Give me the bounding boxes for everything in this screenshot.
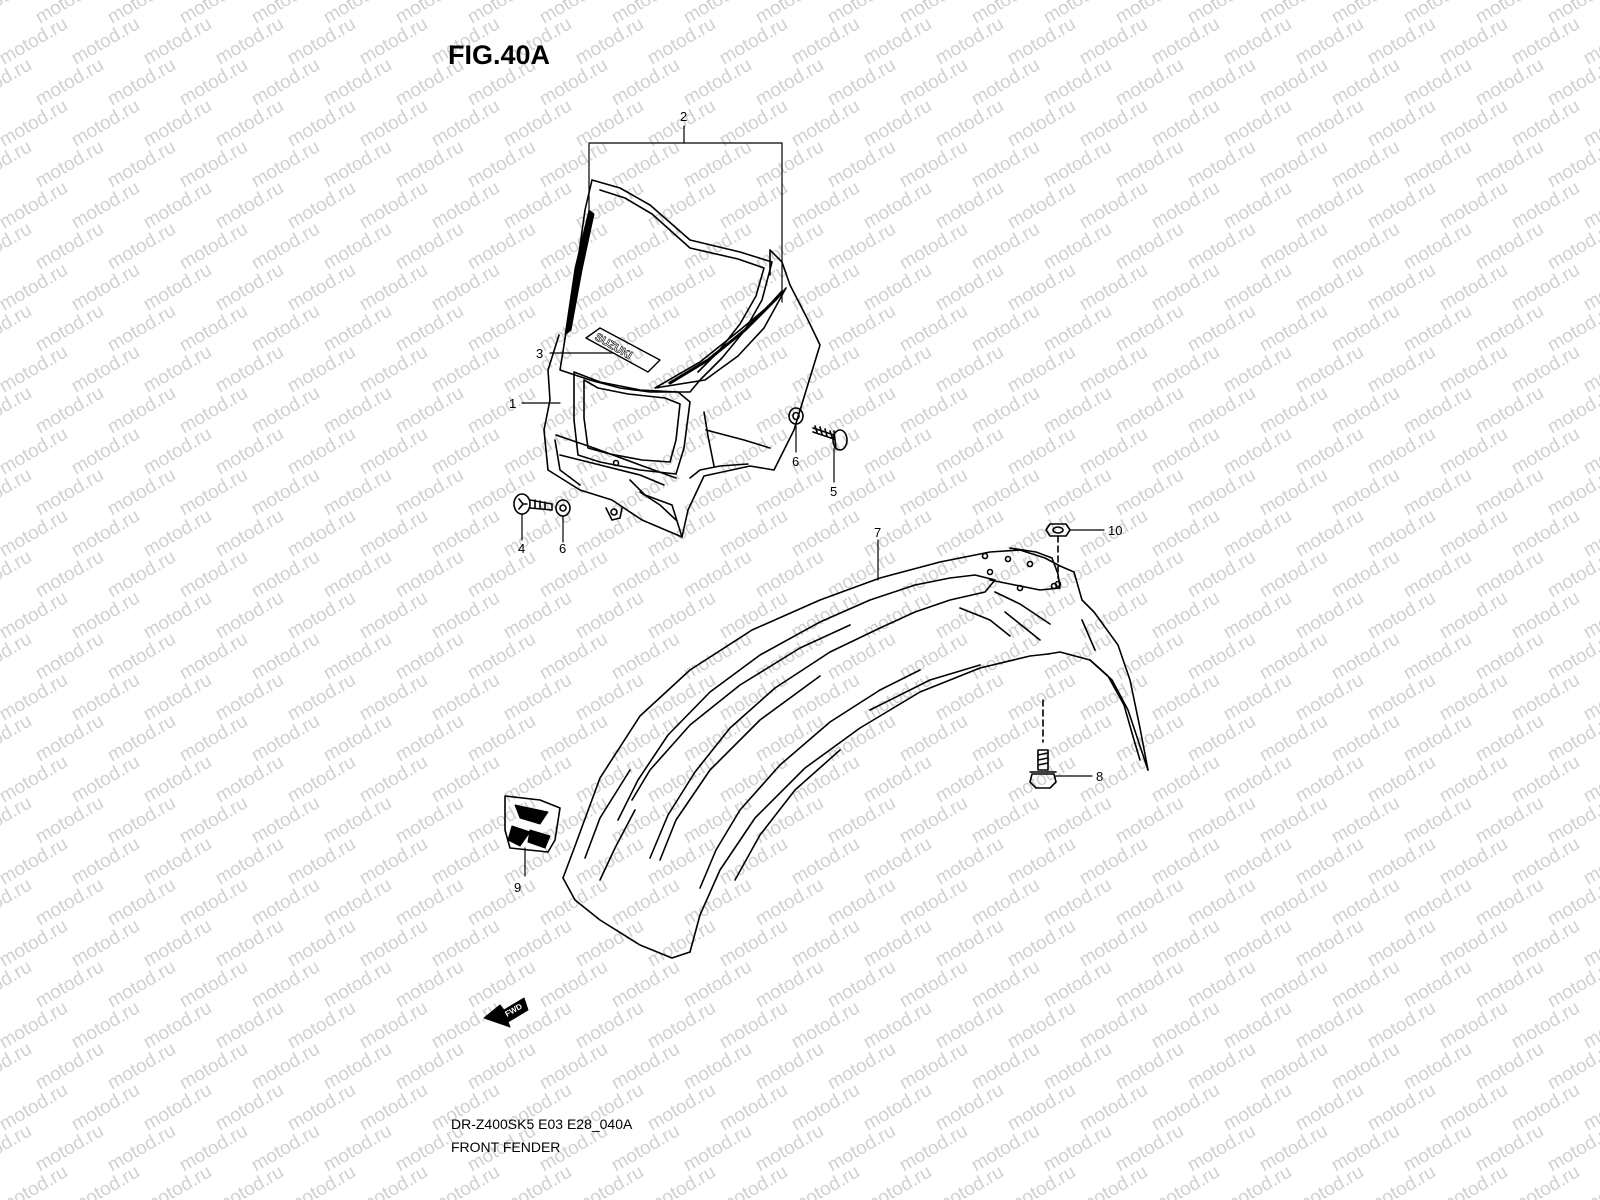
callout-9: 10 xyxy=(1108,523,1122,538)
fwd-arrow-icon: FWD xyxy=(483,997,529,1028)
callout-2: 2 xyxy=(680,109,687,124)
callout-1: 1 xyxy=(509,396,516,411)
callout-5: 5 xyxy=(830,484,837,499)
flange-bolt-part-8 xyxy=(1029,699,1057,789)
callout-6-right: 6 xyxy=(792,454,799,469)
callout-lines xyxy=(521,125,1105,877)
clip-nut-part-9 xyxy=(1045,523,1071,588)
callout-10: 9 xyxy=(514,880,521,895)
callout-4: 4 xyxy=(518,541,525,556)
callout-3: 3 xyxy=(536,346,543,361)
callout-7: 7 xyxy=(874,525,881,540)
headlight-housing: SUZUKI xyxy=(543,179,821,538)
model-code: DR-Z400SK5 E03 E28_040A xyxy=(451,1116,633,1132)
figure-title: FIG.40A xyxy=(448,40,551,70)
suzuki-decal-part-10 xyxy=(504,795,561,853)
callout-8: 8 xyxy=(1096,769,1103,784)
front-fender xyxy=(562,547,1149,959)
part-group-name: FRONT FENDER xyxy=(451,1139,561,1155)
bolt-part-5 xyxy=(812,425,848,451)
callout-labels: 2 3 1 6 5 4 6 7 10 8 9 xyxy=(509,109,1122,895)
callout-6-left: 6 xyxy=(559,541,566,556)
bolt-part-4 xyxy=(513,493,553,515)
washer-part-6-left xyxy=(555,499,571,517)
